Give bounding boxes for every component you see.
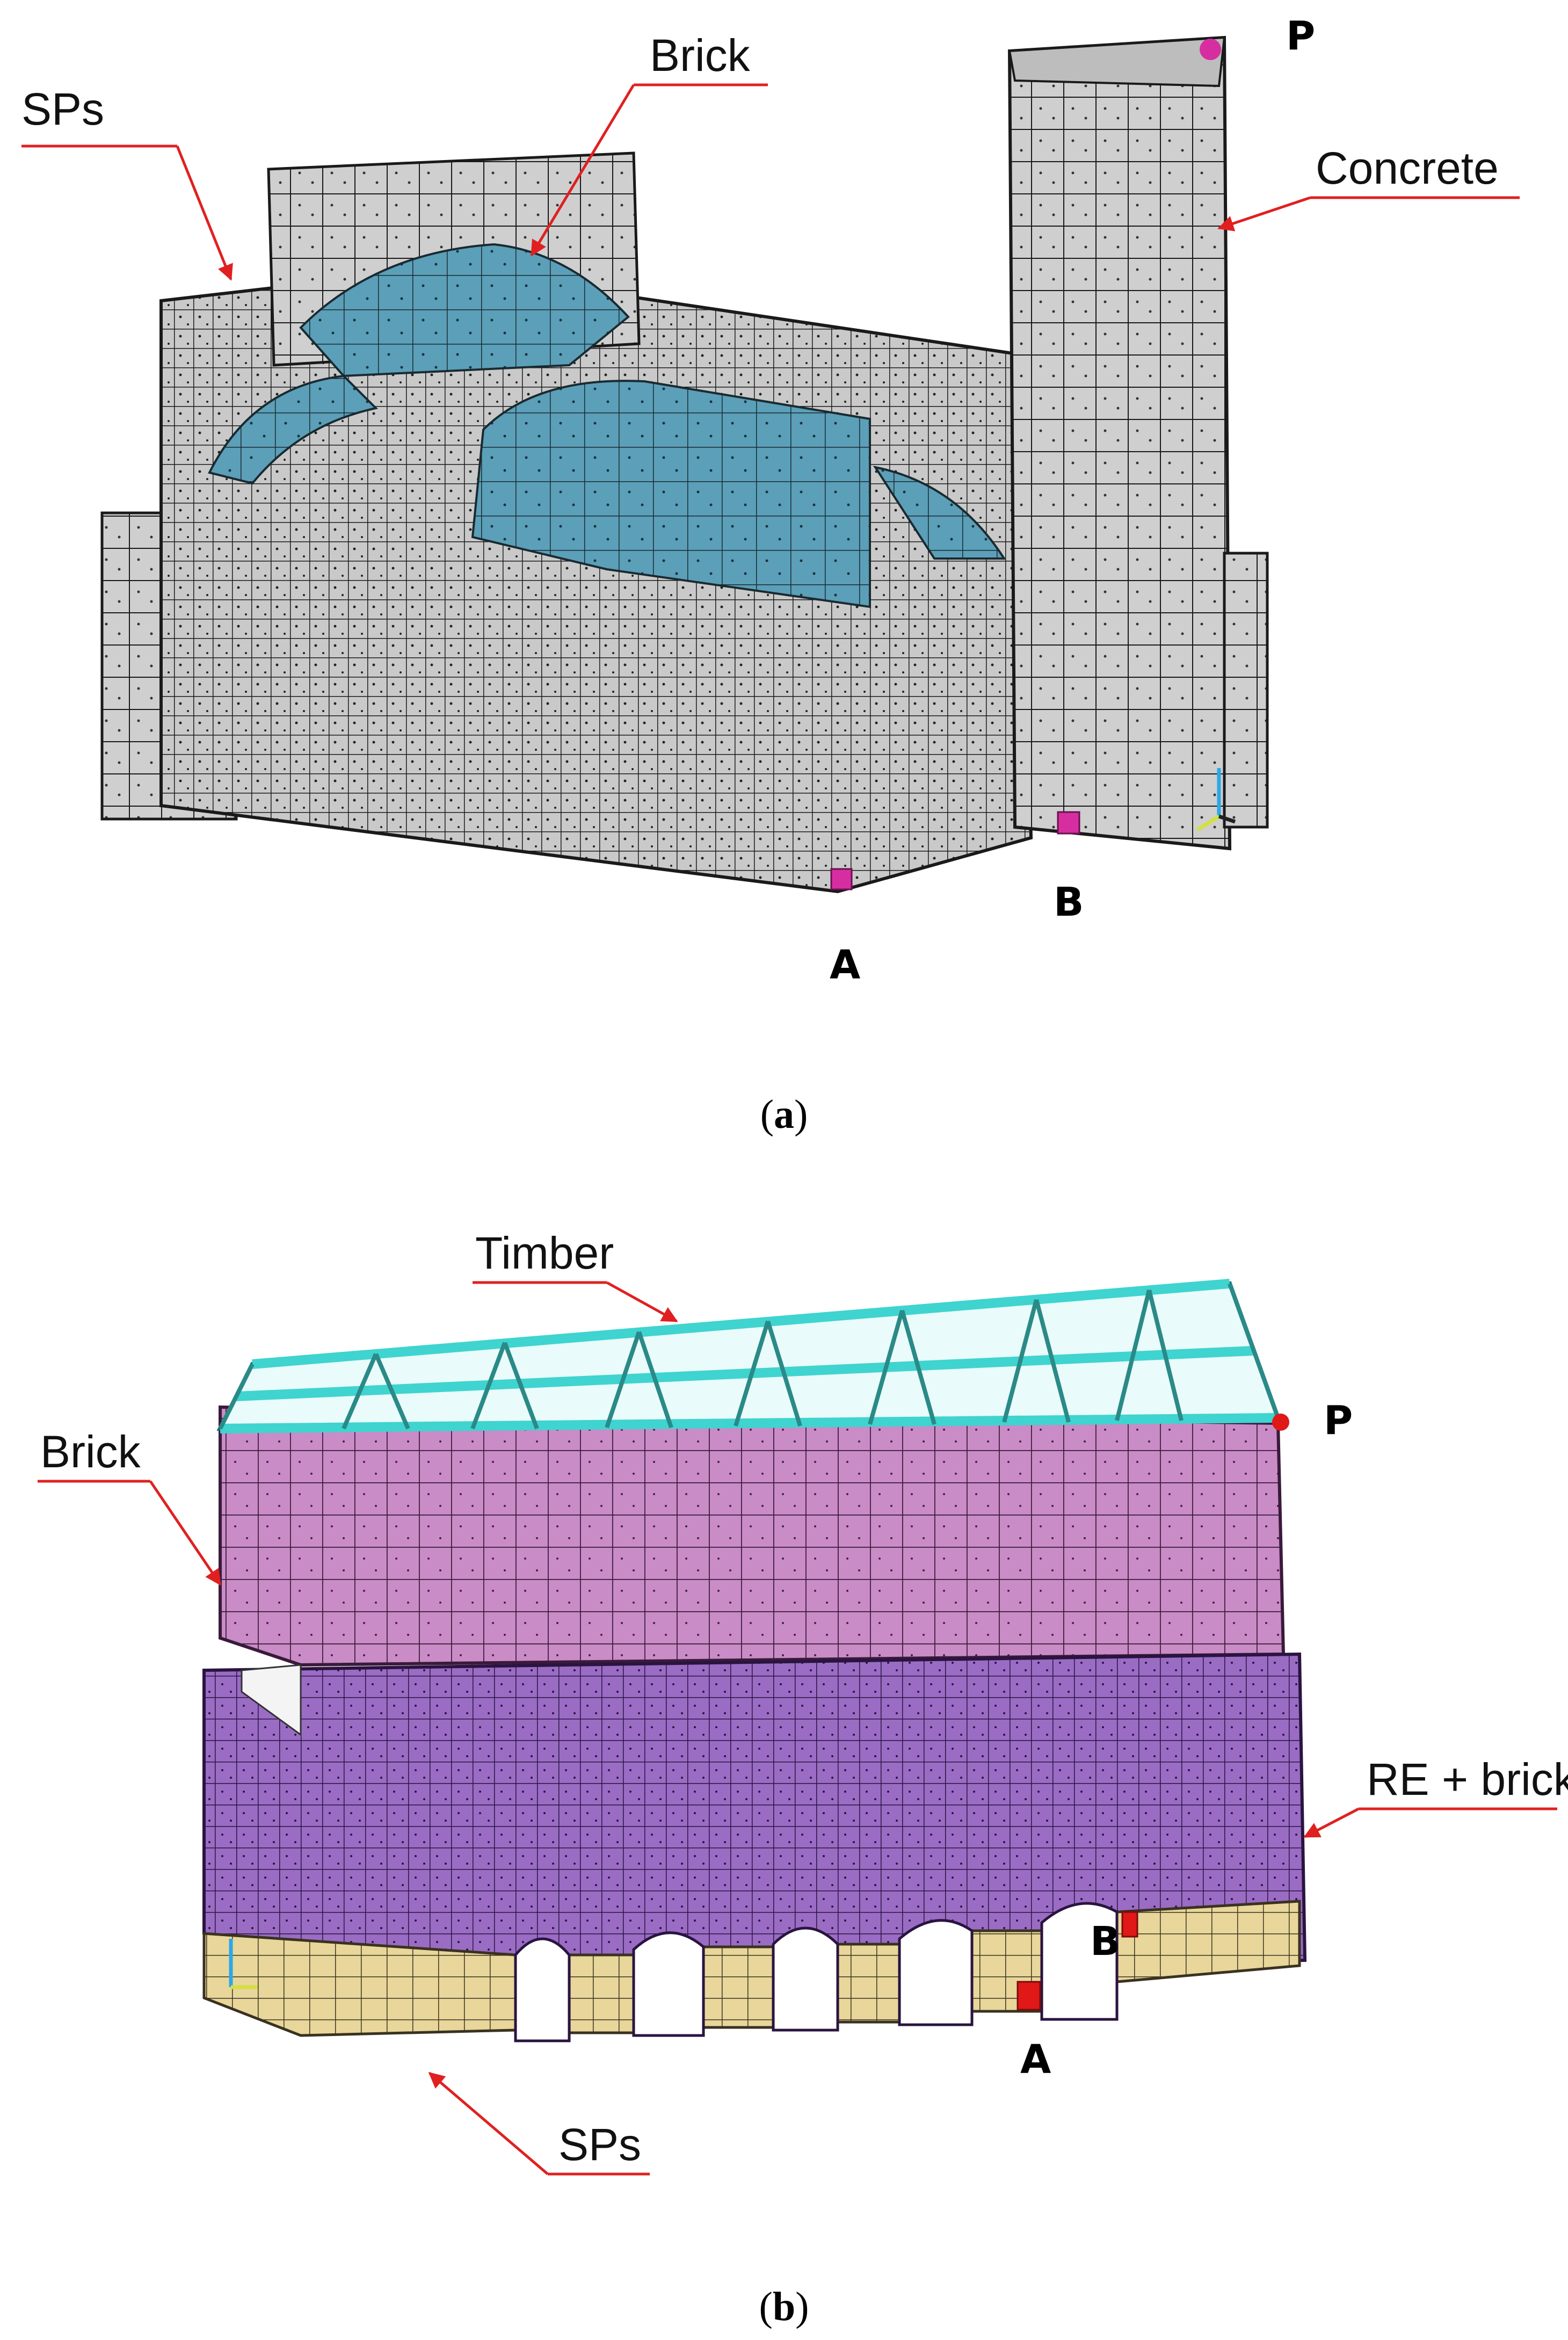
panel-a-point-b-marker [1057, 811, 1080, 835]
panel-b-caption-close: ) [795, 2284, 809, 2329]
panel-b-point-b-label: B [1090, 1918, 1120, 1965]
panel-a-caption-letter: a [774, 1092, 794, 1137]
panel-a-brick-vault-left [208, 374, 379, 485]
panel-a-callout-sps: SPs [21, 84, 233, 281]
panel-a-label-brick: Brick [650, 30, 751, 81]
panel-a-brick-dome [299, 243, 630, 378]
panel-b-caption: (b) [759, 2284, 809, 2329]
panel-b-sps-pier-1 [568, 1953, 635, 2034]
panel-a-callout-brick: Brick [530, 30, 768, 257]
panel-a-label-sps: SPs [21, 84, 104, 134]
panel-b-timber-roof [216, 1279, 1281, 1433]
panel-b-callout-timber: Timber [473, 1228, 678, 1323]
panel-a-point-p-label: P [1286, 13, 1315, 59]
panel-a-point-p-marker [1200, 39, 1221, 60]
panel-a-callout-concrete: Concrete [1217, 143, 1520, 231]
panel-a-brick-vault-right [873, 466, 1006, 560]
panel-b-arch-3 [772, 1926, 839, 2032]
panel-b-point-a-label: A [1020, 2037, 1051, 2083]
panel-a-caption-open: ( [760, 1092, 774, 1137]
panel-b-arch-1 [514, 1937, 571, 2042]
panel-b-point-p-marker [1272, 1414, 1289, 1431]
panel-b-label-timber: Timber [475, 1228, 614, 1278]
panel-b-point-a-marker [1017, 1981, 1041, 2011]
panel-b-arch-4 [898, 1919, 974, 2026]
panel-b-point-b-marker [1121, 1911, 1138, 1938]
panel-a-brick-vault-center [471, 380, 871, 608]
panel-a-concrete-tower [1007, 35, 1232, 851]
panel-a-right-wing [1223, 552, 1269, 829]
panel-a-point-a-marker [830, 868, 853, 890]
panel-b-label-sps: SPs [558, 2119, 641, 2170]
panel-a-tower-top [1008, 36, 1226, 88]
panel-b-axis-triad [229, 1939, 258, 1989]
panel-b-end-corner [241, 1664, 302, 1736]
panel-a-axis-triad [1196, 768, 1236, 831]
panel-b-sps-pier-3 [836, 1943, 901, 2024]
panel-b-sps-left-base [202, 1932, 517, 2037]
panel-b-arch-2 [632, 1931, 705, 2037]
panel-b-callout-brick: Brick [38, 1426, 222, 1586]
panel-b-brick-wall [219, 1405, 1286, 1667]
panel-b-caption-letter: b [773, 2284, 795, 2329]
panel-a-label-concrete: Concrete [1316, 143, 1499, 193]
panel-b-arch-5 [1040, 1902, 1119, 2021]
panel-b-label-re-brick: RE + brick [1367, 1754, 1568, 1805]
panel-a-point-a-label: A [830, 942, 860, 988]
panel-a-point-b-label: B [1054, 879, 1084, 925]
panel-a-model: SPs Brick Concrete P A B (a) [21, 13, 1520, 1137]
panel-b-callout-sps: SPs [428, 2072, 650, 2176]
panel-a-caption: (a) [760, 1092, 808, 1137]
panel-b-callout-re-brick: RE + brick [1303, 1754, 1568, 1838]
panel-b-model: Timber Brick RE + brick SPs P A B (b) [38, 1228, 1568, 2329]
panel-b-sps-right-base [1115, 1900, 1301, 1983]
panel-b-sps-pier-2 [702, 1945, 775, 2029]
panel-b-label-brick: Brick [40, 1426, 141, 1477]
panel-a-caption-close: ) [794, 1092, 808, 1137]
panel-b-point-p-label: P [1324, 1397, 1353, 1444]
panel-b-caption-open: ( [759, 2284, 773, 2329]
